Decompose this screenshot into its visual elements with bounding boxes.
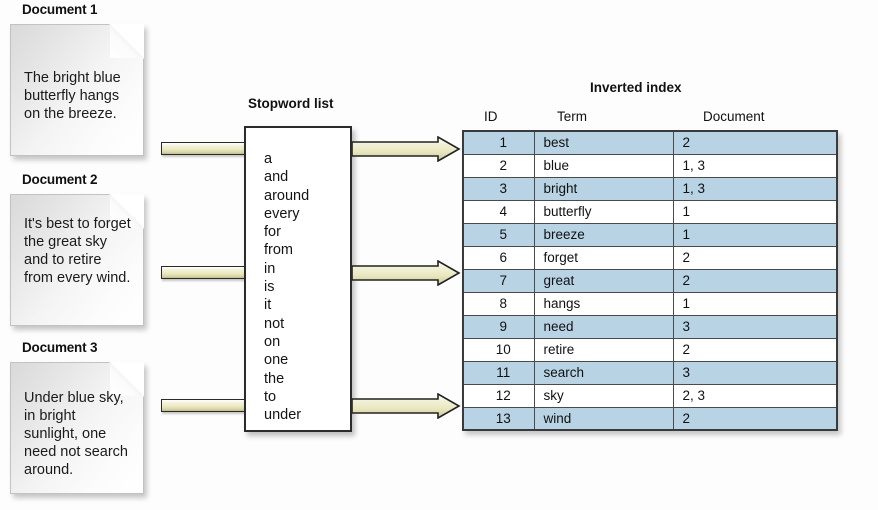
cell-id: 7 [462,268,535,293]
document-3-title: Document 3 [22,340,98,355]
cell-document: 2 [672,406,838,431]
cell-term: butterfly [533,199,674,224]
cell-document: 2 [672,337,838,362]
cell-id: 13 [462,406,535,431]
pipeline-arrow-doc1-to-stopwords [161,142,253,155]
cell-term: breeze [533,222,674,247]
document-2-text: It's best to forget the great sky and to… [24,216,131,286]
column-header-term: Term [557,109,587,124]
cell-document: 2 [672,268,838,293]
cell-term: hangs [533,291,674,316]
cell-document: 2 [672,130,838,155]
cell-term: wind [533,406,674,431]
cell-id: 5 [462,222,535,247]
pipeline-arrow-stopwords-to-index-2 [352,260,462,286]
cell-term: search [533,360,674,385]
cell-id: 12 [462,383,535,408]
cell-document: 1 [672,291,838,316]
cell-document: 3 [672,314,838,339]
document-2-icon: It's best to forget the great sky and to… [10,194,144,326]
cell-document: 3 [672,360,838,385]
stopword-list-title: Stopword list [248,96,334,111]
cell-term: retire [533,337,674,362]
pipeline-arrow-stopwords-to-index-1 [352,136,462,162]
inverted-index-title: Inverted index [590,80,682,95]
cell-document: 1 [672,199,838,224]
cell-id: 10 [462,337,535,362]
pipeline-arrow-doc2-to-stopwords [161,266,253,279]
cell-id: 6 [462,245,535,270]
cell-document: 2, 3 [672,383,838,408]
document-1-title: Document 1 [22,2,98,17]
document-3-text: Under blue sky, in bright sunlight, one … [24,390,128,478]
cell-term: forget [533,245,674,270]
column-header-document: Document [703,109,765,124]
cell-term: best [533,130,674,155]
pipeline-arrow-stopwords-to-index-3 [352,393,462,419]
cell-document: 1 [672,222,838,247]
document-3-icon: Under blue sky, in bright sunlight, one … [10,362,144,494]
cell-term: blue [533,153,674,178]
cell-term: sky [533,383,674,408]
cell-document: 1, 3 [672,176,838,201]
cell-id: 1 [462,130,535,155]
pipeline-arrow-doc3-to-stopwords [161,399,253,412]
cell-term: need [533,314,674,339]
document-2-title: Document 2 [22,172,98,187]
stopword-list-box: a and around every for from in is it not… [244,126,352,432]
document-1-text: The bright blue butterfly hangs on the b… [24,70,121,122]
cell-id: 9 [462,314,535,339]
cell-id: 8 [462,291,535,316]
cell-id: 3 [462,176,535,201]
cell-document: 1, 3 [672,153,838,178]
cell-id: 4 [462,199,535,224]
cell-id: 2 [462,153,535,178]
document-1-icon: The bright blue butterfly hangs on the b… [10,24,144,156]
column-header-id: ID [484,109,498,124]
cell-document: 2 [672,245,838,270]
cell-term: great [533,268,674,293]
cell-term: bright [533,176,674,201]
stopword-list-items: a and around every for from in is it not… [264,151,310,424]
cell-id: 11 [462,360,535,385]
